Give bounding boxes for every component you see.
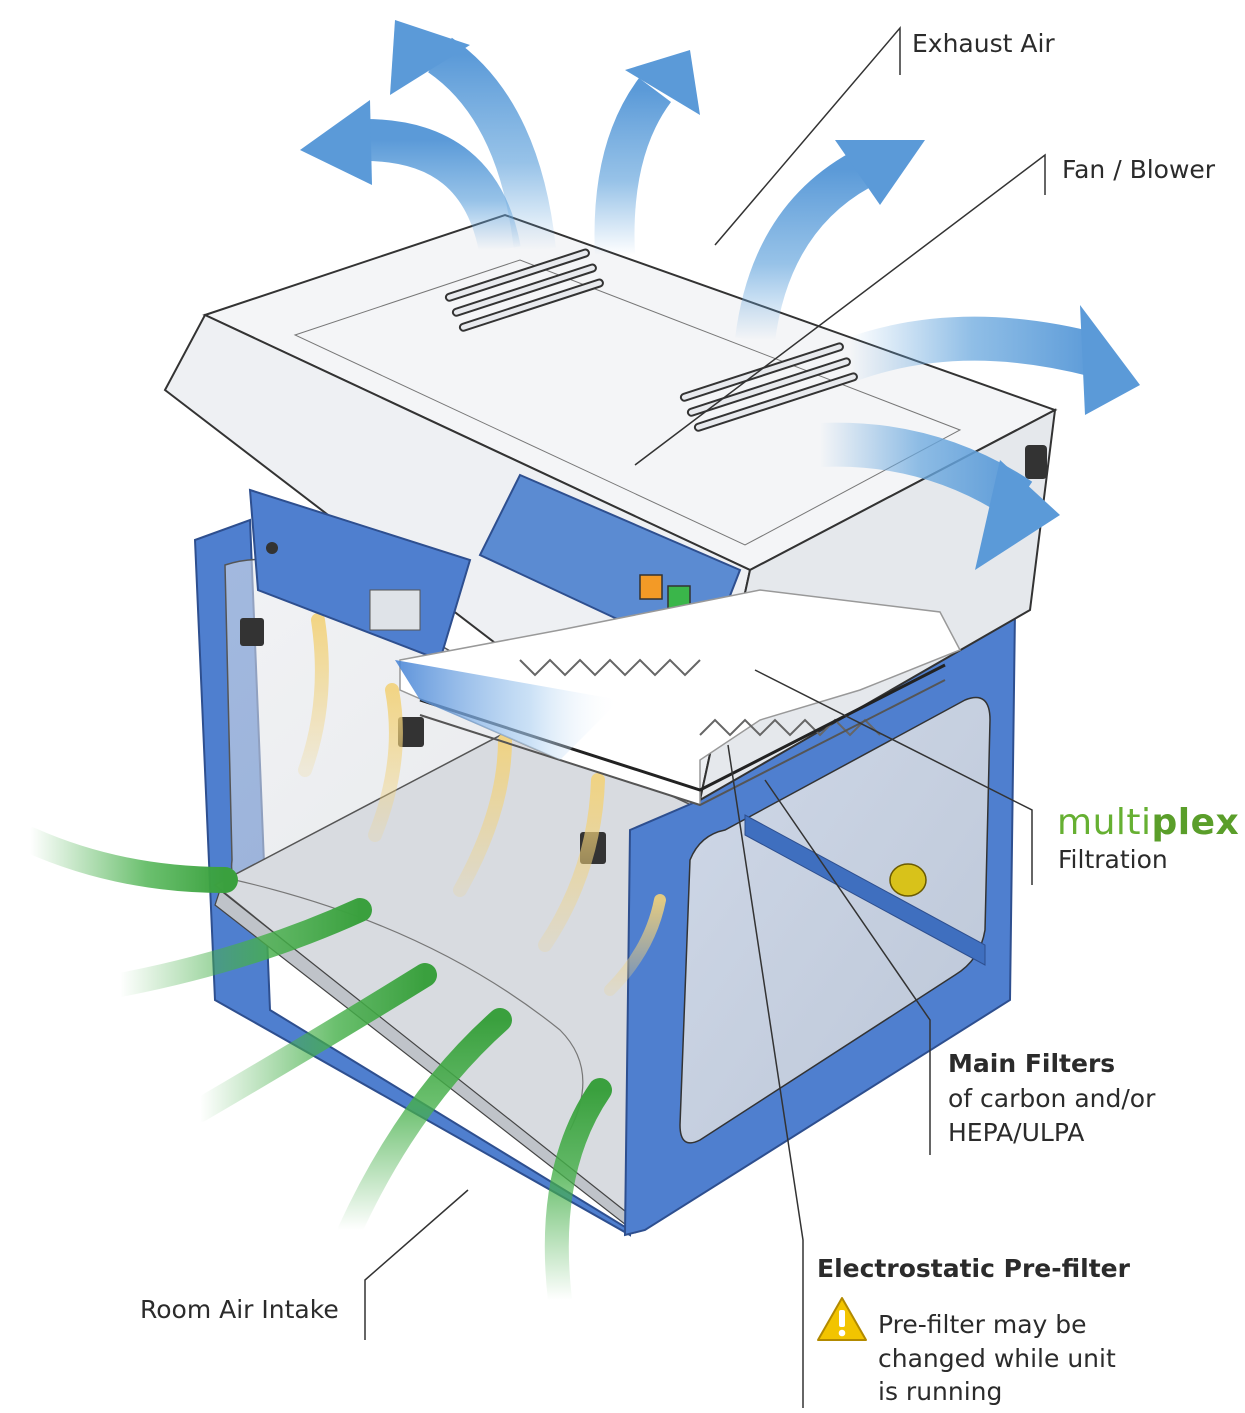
- exhaust-air-leader: [714, 25, 901, 246]
- multiplex-logo-bold: plex: [1151, 802, 1240, 843]
- filter-cutaway: [395, 589, 962, 807]
- orange-switch-icon: [639, 574, 663, 600]
- filtration-label: Filtration: [1058, 845, 1168, 874]
- warning-triangle-icon: [817, 1297, 867, 1341]
- room-air-intake-leader: [364, 1189, 469, 1340]
- exhaust-air-arrows: [300, 20, 1140, 570]
- prefilter-leader: [727, 744, 804, 1408]
- hinge-icon: [240, 618, 264, 646]
- multiplex-logo-light: multi: [1057, 802, 1152, 843]
- leader-lines: [364, 25, 1046, 1408]
- cabinet-body: [193, 518, 1017, 1237]
- main-filters-title: Main Filters: [948, 1049, 1116, 1078]
- multiplex-leader: [754, 669, 1033, 885]
- multiplex-logo: multiplex: [1057, 802, 1239, 843]
- room-air-intake-arrows: [17, 827, 612, 1312]
- room-air-intake-label: Room Air Intake: [140, 1295, 339, 1324]
- exhaust-air-label: Exhaust Air: [912, 29, 1055, 58]
- fan-blower-label: Fan / Blower: [1062, 155, 1216, 184]
- main-filters-line2: HEPA/ULPA: [948, 1118, 1085, 1147]
- electrostatic-prefilter-title: Electrostatic Pre-filter: [817, 1254, 1130, 1283]
- prefilter-note-line2: changed while unit: [878, 1344, 1116, 1373]
- main-filters-leader: [764, 779, 931, 1155]
- prefilter-note-line1: Pre-filter may be: [878, 1310, 1087, 1339]
- fan-blower-leader: [634, 153, 1046, 466]
- inner-airflow-arrows: [298, 613, 666, 996]
- prefilter-note-line3: is running: [878, 1377, 1003, 1406]
- main-filters-line1: of carbon and/or: [948, 1084, 1156, 1113]
